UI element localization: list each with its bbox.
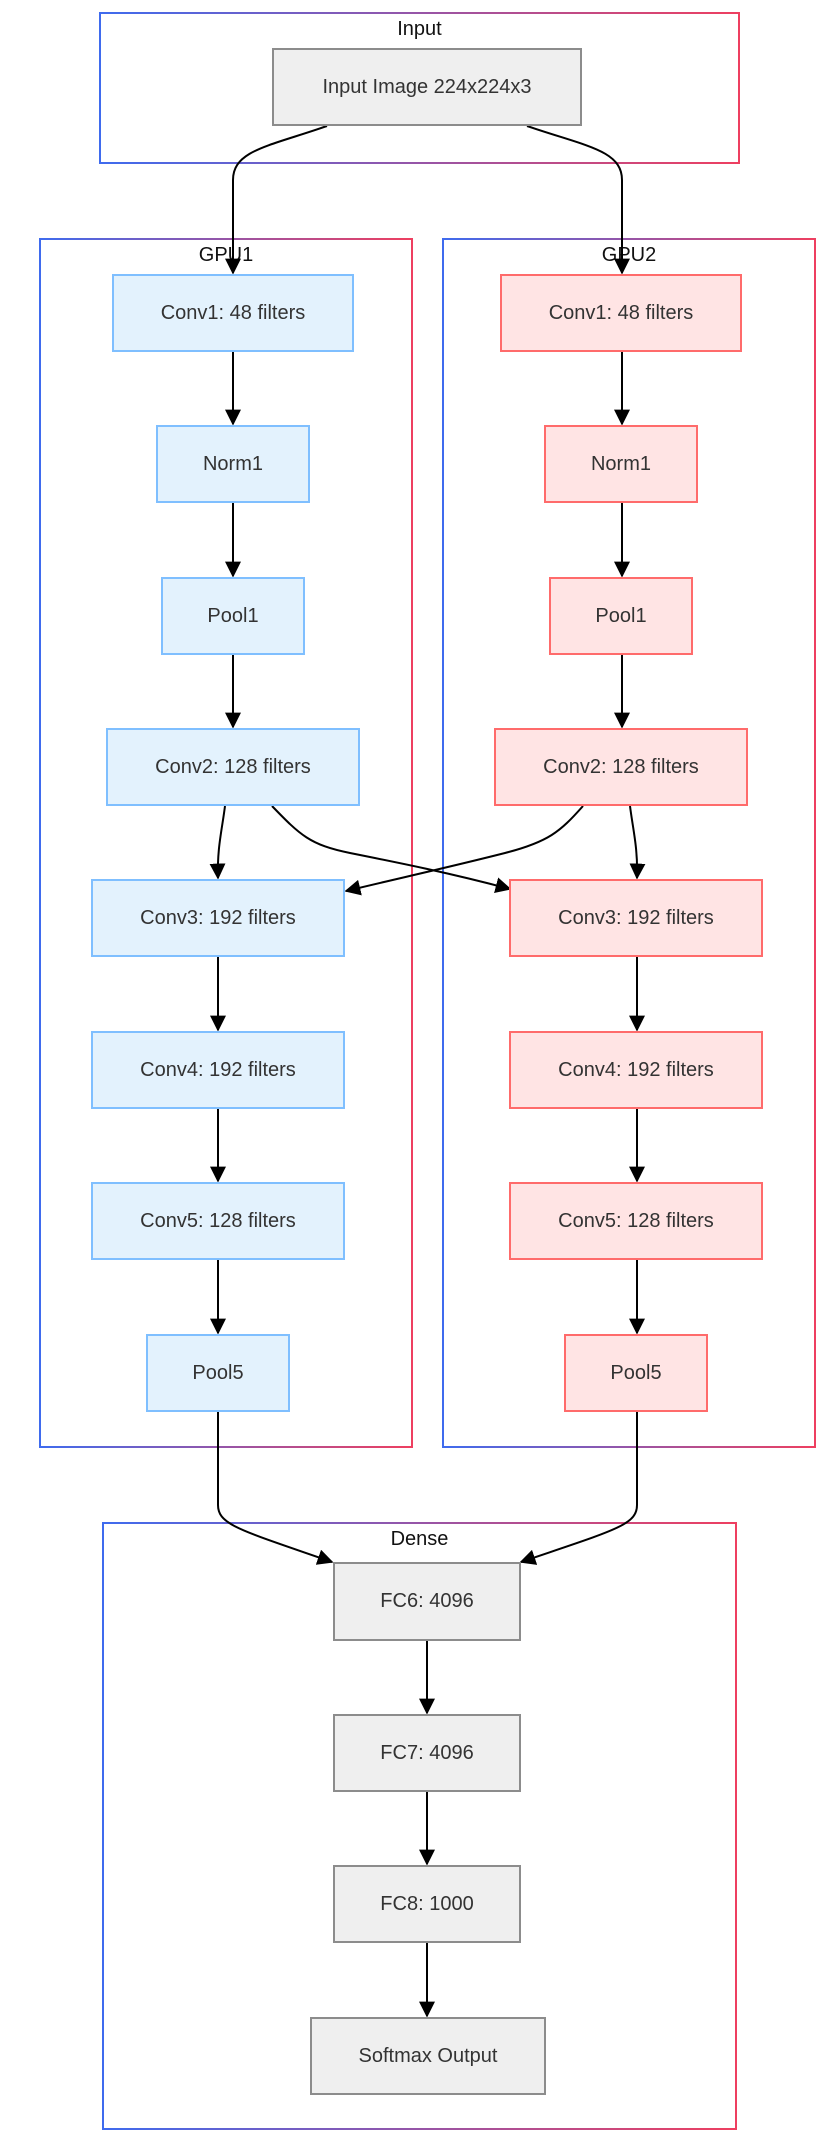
dense-cluster-title: Dense — [390, 1528, 449, 1550]
gpu2-cluster-title: GPU2 — [601, 244, 657, 266]
fc8-node: FC8: 1000 — [333, 1865, 521, 1943]
gpu1-conv1-node: Conv1: 48 filters — [112, 274, 354, 352]
gpu1-conv3-node: Conv3: 192 filters — [91, 879, 345, 957]
gpu1-norm1-node: Norm1 — [156, 425, 310, 503]
gpu2-conv3-node: Conv3: 192 filters — [509, 879, 763, 957]
fc7-node: FC7: 4096 — [333, 1714, 521, 1792]
fc6-node: FC6: 4096 — [333, 1562, 521, 1641]
gpu2-norm1-node: Norm1 — [544, 425, 698, 503]
gpu2-conv4-node: Conv4: 192 filters — [509, 1031, 763, 1109]
gpu2-cluster: GPU2 — [442, 238, 816, 1448]
gpu2-pool5-node: Pool5 — [564, 1334, 708, 1412]
input-cluster-title: Input — [397, 18, 442, 40]
gpu1-conv5-node: Conv5: 128 filters — [91, 1182, 345, 1260]
gpu1-pool5-node: Pool5 — [146, 1334, 290, 1412]
gpu1-cluster: GPU1 — [39, 238, 413, 1448]
input-image-node: Input Image 224x224x3 — [272, 48, 582, 126]
gpu2-conv1-node: Conv1: 48 filters — [500, 274, 742, 352]
gpu1-cluster-title: GPU1 — [198, 244, 254, 266]
gpu1-pool1-node: Pool1 — [161, 577, 305, 655]
gpu2-conv2-node: Conv2: 128 filters — [494, 728, 748, 806]
gpu1-conv4-node: Conv4: 192 filters — [91, 1031, 345, 1109]
gpu2-pool1-node: Pool1 — [549, 577, 693, 655]
gpu2-conv5-node: Conv5: 128 filters — [509, 1182, 763, 1260]
softmax-output-node: Softmax Output — [310, 2017, 546, 2095]
gpu1-conv2-node: Conv2: 128 filters — [106, 728, 360, 806]
